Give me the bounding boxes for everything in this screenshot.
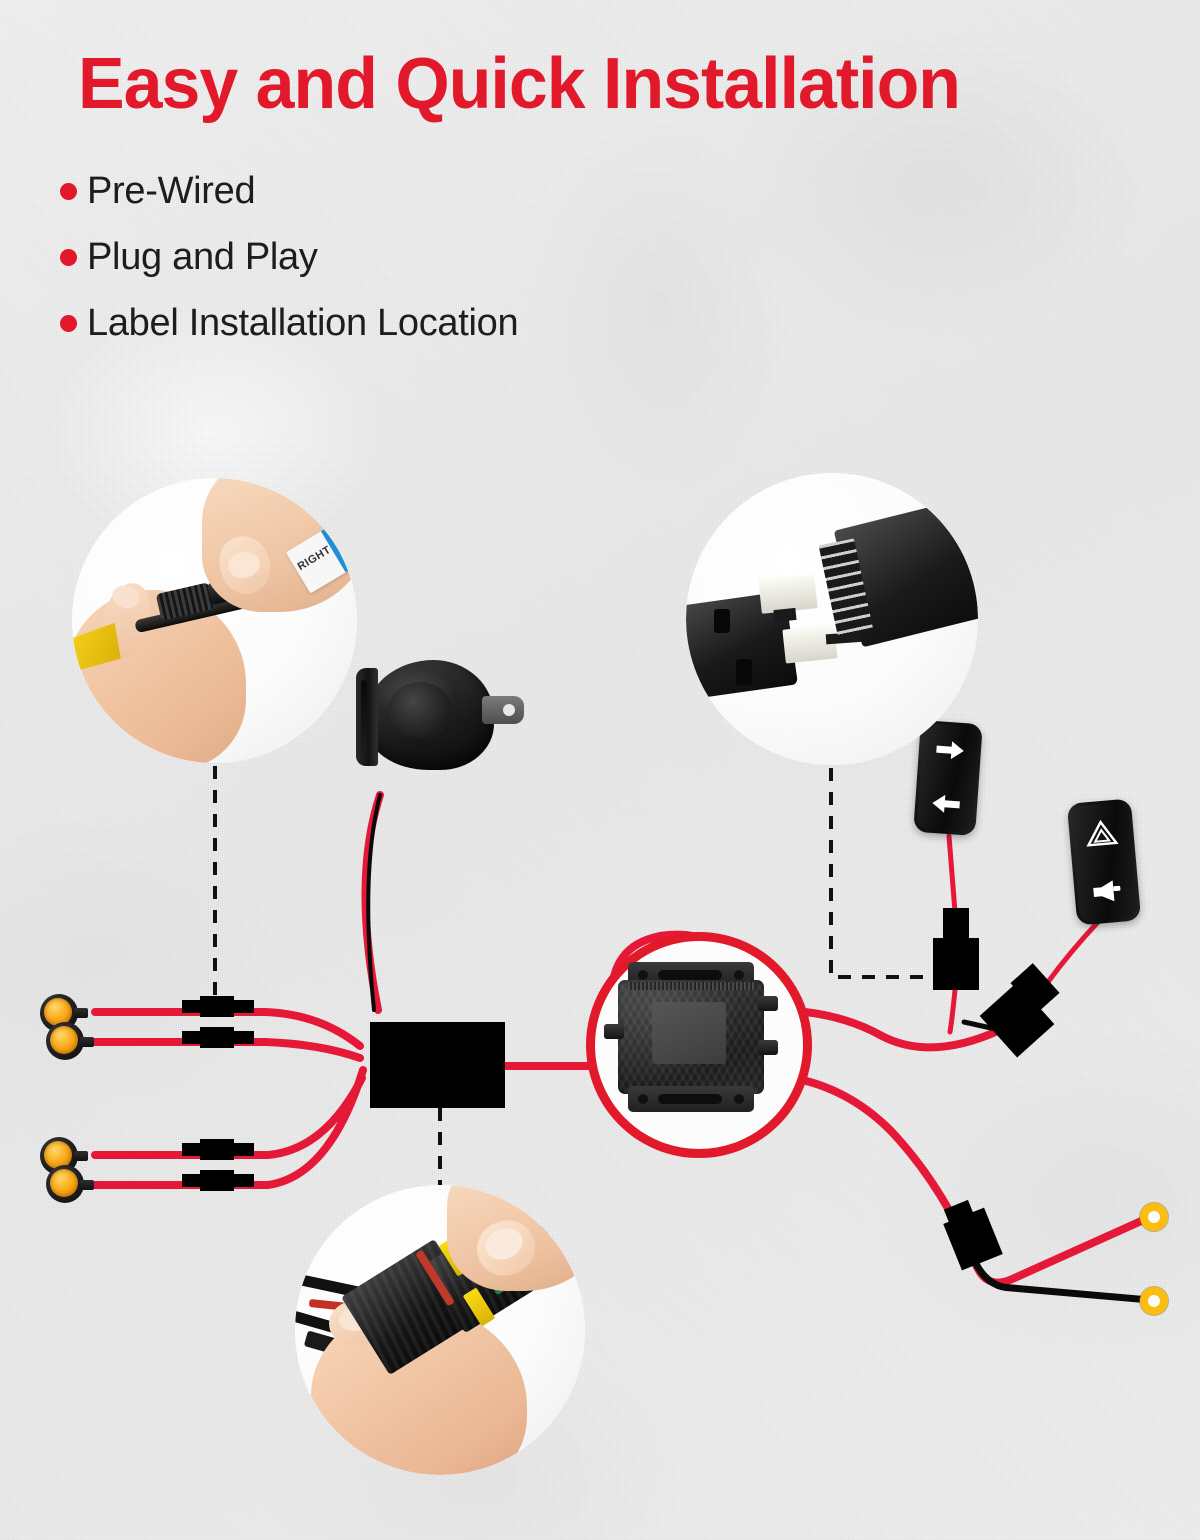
wire-module-to-battery [766, 1071, 979, 1266]
wire-hazard-switch-lead [1045, 919, 1101, 985]
bullet-label: Pre-Wired [87, 169, 256, 212]
wire-horn-ground [366, 793, 382, 1012]
wire-turn-switch-tail [947, 987, 958, 1035]
module-mount-hole [734, 1094, 744, 1104]
led-marker-light [46, 1022, 84, 1060]
bullet-dot-icon [60, 314, 77, 332]
module-cable-gland-right-top [758, 996, 778, 1011]
blade-tab [773, 607, 797, 623]
wire-module-to-switches [766, 1006, 1004, 1052]
switch-connector-plug [943, 908, 969, 942]
horn-mounting-bracket [482, 696, 524, 724]
left-arrow-icon [915, 792, 978, 816]
bullet-label: Plug and Play [87, 235, 318, 278]
module-cable-gland-right-bottom [758, 1040, 778, 1055]
list-item: Plug and Play [60, 224, 518, 290]
wire-led-front-1 [91, 1008, 364, 1050]
photo-inset-waterproof-multi-pin-connector [295, 1185, 585, 1475]
shell-keyway [736, 659, 752, 685]
photo-inset-switch-plug-connector [686, 473, 978, 765]
module-body [618, 980, 764, 1094]
shell-keyway [714, 609, 730, 633]
horn-icon [1074, 876, 1140, 905]
hazard-horn-switch[interactable] [1066, 798, 1142, 926]
hazard-triangle-icon [1068, 816, 1134, 849]
junction-block [370, 1022, 505, 1108]
module-flange-bottom [628, 1086, 754, 1112]
module-heat-fins [628, 982, 756, 990]
led-marker-light-front-pair [40, 994, 110, 1074]
wire-battery-negative [971, 1258, 1154, 1304]
led-wire-stub [80, 1037, 94, 1047]
wire-led-rear-2 [91, 1066, 367, 1189]
module-mount-slot [658, 1094, 722, 1104]
bullet-connector-shroud [200, 1170, 234, 1191]
led-wire-stub [74, 1008, 88, 1018]
led-wire-stub [74, 1151, 88, 1161]
module-mount-hole [734, 970, 744, 980]
page-title: Easy and Quick Installation [78, 44, 961, 124]
led-wire-stub [80, 1180, 94, 1190]
bullet-label: Label Installation Location [87, 301, 519, 344]
module-label-plate [652, 1002, 726, 1064]
battery-ring-terminal-positive [1140, 1203, 1168, 1231]
module-mount-hole [638, 1094, 648, 1104]
battery-ring-terminal-negative [1140, 1287, 1168, 1315]
list-item: Label Installation Location [60, 290, 519, 356]
bullet-dot-icon [60, 182, 77, 200]
led-marker-light [46, 1165, 84, 1203]
wire-turn-switch-lead [946, 833, 958, 915]
photo-inset-bullet-connector-labeling: RIGHT [72, 478, 357, 763]
control-module [604, 962, 778, 1112]
bullet-connector-shroud [200, 1027, 234, 1048]
bullet-connector-shroud [200, 1139, 234, 1160]
horn-bowl [366, 660, 494, 770]
module-cable-gland-left [604, 1024, 624, 1039]
bullet-dot-icon [60, 248, 77, 266]
module-mount-slot [658, 970, 722, 980]
bullet-connector-shroud [200, 996, 234, 1017]
list-item: Pre-Wired [60, 158, 518, 224]
led-marker-light-rear-pair [40, 1137, 110, 1217]
feature-bullet-list: Pre-Wired Plug and Play Label Installati… [60, 158, 519, 356]
horn-face-plate [356, 668, 378, 766]
module-mount-hole [638, 970, 648, 980]
horn [344, 660, 524, 795]
wire-led-rear-1 [91, 1038, 364, 1062]
switch-connector-socket [933, 938, 979, 990]
